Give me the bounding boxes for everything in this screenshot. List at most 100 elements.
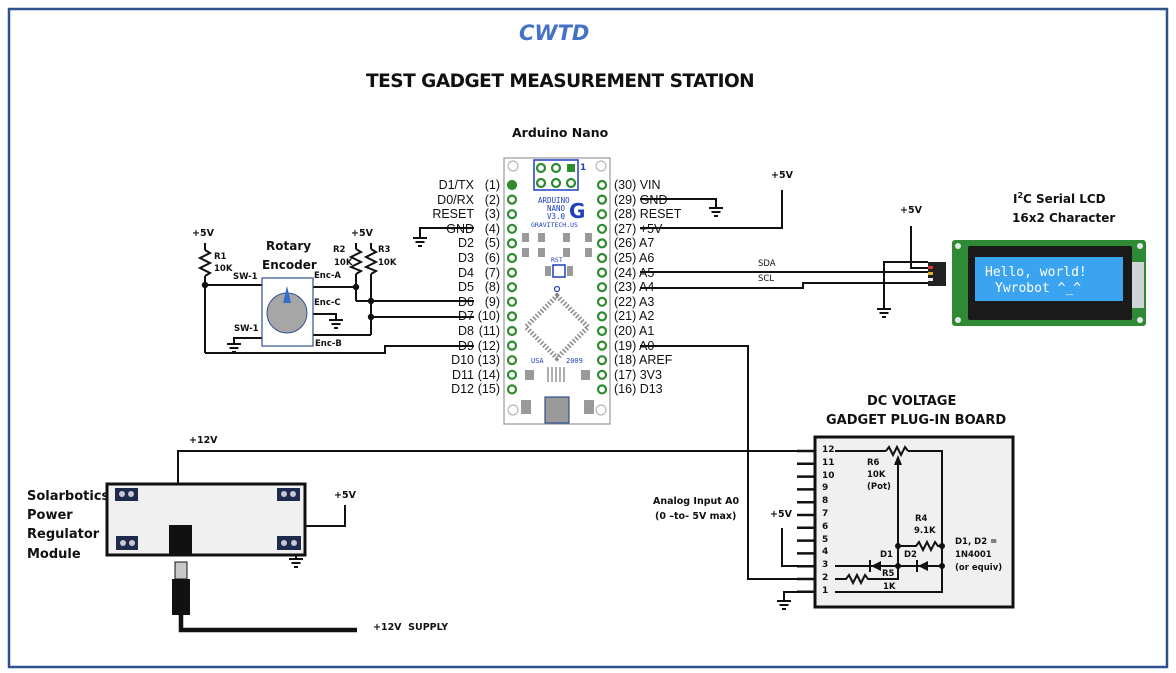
svg-text:USA: USA — [531, 357, 544, 365]
pin-label-name: D8 — [458, 324, 474, 338]
analog-input-range: (0 –to- 5V max) — [655, 511, 737, 522]
vcc-label: +5V — [771, 170, 793, 181]
header-pin — [506, 194, 518, 205]
r3-value: 10K — [378, 258, 397, 268]
d1-label: D1 — [880, 550, 893, 560]
pin-label: (24) A5 — [614, 265, 655, 280]
pin-label-number: (5) — [484, 236, 500, 251]
pin-label-number: (13) — [477, 353, 500, 368]
pin-label-number: (15) — [477, 382, 500, 397]
pin-label-number: (11) — [478, 324, 500, 338]
resistor-r3 — [363, 248, 379, 275]
pin-label: (26) A7 — [614, 236, 655, 251]
pin-label-number: (2) — [484, 192, 500, 207]
header-pin — [506, 267, 518, 278]
pin-label: (16) D13 — [614, 382, 663, 397]
gadget-pin-number: 8 — [822, 496, 829, 507]
pin-label-name: D9 — [458, 338, 474, 353]
header-pin — [596, 238, 608, 249]
gadget-pin-number: 9 — [822, 483, 829, 494]
gadget-pin-number: 1 — [822, 585, 829, 596]
usb-connector — [544, 396, 570, 424]
r2-value: 10K — [334, 258, 353, 268]
pin-label-name: D6 — [458, 294, 474, 309]
header-pin — [596, 194, 608, 205]
r1-value: 10K — [214, 264, 233, 274]
pin-label-name: D10 — [451, 353, 474, 368]
lcd-title-line-2: 16x2 Character — [1012, 211, 1116, 225]
vcc-label: +5V — [900, 205, 922, 216]
lcd-title-sup: 2 — [1017, 191, 1024, 200]
arduino-title: Arduino Nano — [512, 125, 609, 140]
pin-label: (20) A1 — [614, 324, 655, 338]
header-pin — [506, 311, 518, 322]
header-pin — [596, 252, 608, 264]
header-pin — [506, 179, 518, 191]
svg-text:V3.0: V3.0 — [547, 212, 566, 221]
gadget-pin-number: 11 — [822, 457, 835, 468]
header-pin — [596, 296, 608, 307]
header-pin — [596, 355, 608, 366]
r6-label: R6 — [867, 458, 880, 468]
enc-b-label: Enc-B — [315, 339, 342, 349]
page-title: TEST GADGET MEASUREMENT STATION — [366, 71, 755, 92]
gadget-pin-number: 12 — [822, 445, 835, 455]
pin-label: (30) VIN — [614, 178, 661, 192]
v12-label: +12V — [189, 435, 218, 446]
lcd-title-prefix: I — [1013, 192, 1018, 206]
enc-c-label: Enc-C — [314, 298, 341, 308]
header-pin — [506, 282, 518, 293]
resistor-r2 — [348, 248, 364, 275]
regulator-title-4: Module — [27, 547, 81, 562]
header-pin — [506, 296, 518, 307]
header-pin — [596, 384, 608, 395]
r2-label: R2 — [333, 245, 346, 255]
encoder-title-2: Encoder — [262, 258, 317, 272]
vcc-label: +5V — [770, 509, 792, 520]
encoder-title-1: Rotary — [266, 239, 312, 253]
header-pin — [596, 267, 608, 278]
header-pin — [506, 238, 518, 249]
pin-label: (21) A2 — [614, 309, 655, 324]
pin-label-number: (12) — [477, 338, 500, 353]
pin-label-name: D0/RX — [437, 192, 474, 207]
ground-symbol — [708, 207, 724, 217]
vcc-label: +5V — [192, 228, 214, 239]
pin-label: (27) +5V — [614, 221, 663, 236]
gadget-pin-number: 6 — [822, 521, 829, 532]
ground-symbol — [412, 237, 428, 247]
pin-label: (19) A0 — [614, 338, 655, 353]
pin-label-name: D2 — [458, 236, 474, 251]
header-pin — [596, 340, 608, 351]
ground-symbol — [776, 600, 792, 610]
diode-note-1: D1, D2 = — [955, 537, 998, 547]
gadget-plug-in-board — [797, 435, 1015, 609]
svg-text:1: 1 — [580, 163, 586, 173]
svg-text:NANO: NANO — [547, 204, 566, 213]
header-pin — [506, 209, 518, 220]
wires — [177, 190, 928, 601]
sw1-top-label: SW-1 — [233, 272, 258, 282]
pin-label-name: D7 — [458, 309, 474, 324]
pin-label-number: (7) — [484, 265, 500, 280]
regulator-title-1: Solarbotics — [27, 489, 110, 504]
gadget-title-line-2: GADGET PLUG-IN BOARD — [826, 413, 1007, 428]
pin-label: (29) GND — [614, 192, 668, 207]
pin-label: (28) RESET — [614, 207, 682, 222]
pin-label-name: D3 — [458, 251, 474, 265]
header-pin — [506, 384, 518, 395]
encoder-pointer-icon — [283, 286, 291, 303]
v5-label: +5V — [334, 490, 356, 501]
pin-label-number: (1) — [484, 178, 500, 192]
regulator-title-3: Regulator — [27, 527, 100, 542]
svg-text:RST: RST — [551, 256, 563, 264]
diode-note-3: (or equiv) — [955, 563, 1003, 573]
resistor-r1 — [197, 249, 213, 277]
header-pin — [596, 179, 608, 191]
r4-label: R4 — [915, 514, 928, 524]
pin-label: (22) A3 — [614, 294, 655, 309]
header-pin — [506, 340, 518, 351]
pin-label: (25) A6 — [614, 251, 655, 265]
sw1-bottom-label: SW-1 — [234, 324, 259, 334]
